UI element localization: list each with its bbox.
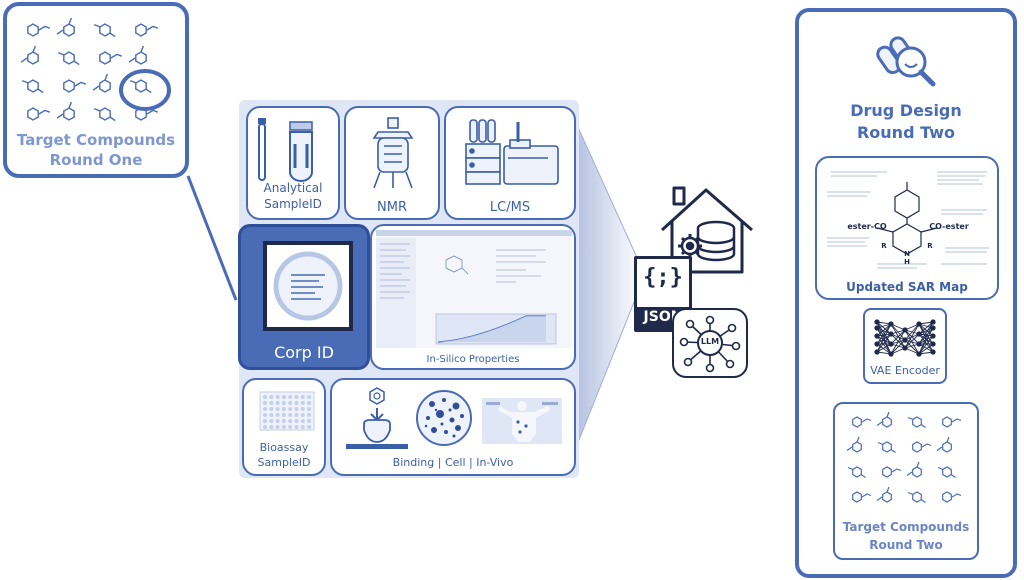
software-screenshot bbox=[376, 230, 572, 348]
molecule-icon bbox=[907, 491, 926, 503]
molecule-icon bbox=[876, 486, 892, 503]
molecule-icon bbox=[27, 23, 51, 37]
molecule-icon bbox=[92, 73, 111, 93]
tile-bioassay-label: Bioassay SampleID bbox=[257, 441, 311, 469]
molecule-icon bbox=[936, 436, 952, 453]
nmr-instrument-icon bbox=[372, 117, 414, 189]
tile-corp-id-label: Corp ID bbox=[274, 343, 334, 362]
sar-r-group-left: R bbox=[881, 242, 887, 250]
highlight-ring bbox=[119, 69, 171, 111]
document-icon-frame bbox=[263, 241, 353, 331]
molecule-grid-round-two bbox=[846, 411, 962, 503]
molecule-icon bbox=[135, 107, 159, 121]
json-glyph: {;} bbox=[643, 265, 683, 290]
network-icon bbox=[679, 315, 741, 373]
document-icon bbox=[273, 251, 343, 321]
molecule-grid bbox=[20, 17, 159, 122]
sar-map-panel[interactable]: ester-CO CO-ester N H R R Updated SAR Ma… bbox=[815, 156, 999, 300]
tile-insilico[interactable]: In-Silico Properties bbox=[370, 224, 576, 370]
molecule-icon bbox=[852, 416, 872, 428]
tile-bioassay[interactable]: Bioassay SampleID bbox=[242, 378, 326, 476]
neural-network-icon bbox=[874, 319, 936, 357]
sar-structure bbox=[827, 171, 989, 269]
assay-plate-icon bbox=[259, 391, 315, 431]
protein-binding-icon bbox=[346, 387, 408, 449]
molecule-icon bbox=[942, 416, 962, 428]
molecule-icon bbox=[937, 466, 956, 478]
tile-lcms[interactable]: LC/MS bbox=[444, 106, 576, 220]
molecule-icon bbox=[27, 107, 51, 121]
human-body-icon bbox=[482, 398, 562, 444]
vae-label: VAE Encoder bbox=[870, 364, 940, 377]
molecule-icon bbox=[907, 416, 926, 428]
sar-r-group-right: R bbox=[927, 242, 933, 250]
molecule-icon bbox=[93, 23, 116, 38]
vial-icon bbox=[258, 118, 313, 182]
tile-binding-label: Binding | Cell | In-Vivo bbox=[392, 456, 514, 469]
drug-design-panel: Drug Design Round Two bbox=[795, 8, 1017, 578]
cell-culture-icon bbox=[416, 390, 472, 446]
tile-analytical[interactable]: Analytical SampleID bbox=[246, 106, 340, 220]
tile-nmr[interactable]: NMR bbox=[344, 106, 440, 220]
molecule-icon bbox=[912, 441, 932, 453]
round-two-title: Target Compounds Round Two bbox=[842, 520, 970, 552]
sar-map-label: Updated SAR Map bbox=[846, 280, 968, 294]
sar-atom-n: N bbox=[904, 250, 910, 258]
molecule-icon bbox=[56, 101, 75, 121]
sar-right-ester: CO-ester bbox=[929, 222, 969, 231]
molecule-icon bbox=[852, 491, 872, 503]
molecule-icon bbox=[906, 461, 922, 478]
tile-binding[interactable]: Binding | Cell | In-Vivo bbox=[330, 378, 576, 476]
sar-left-ester: ester-CO bbox=[847, 222, 887, 231]
tile-corp-id[interactable]: Corp ID bbox=[238, 224, 370, 370]
vae-encoder-panel[interactable]: VAE Encoder bbox=[863, 308, 947, 384]
molecule-icon bbox=[847, 466, 866, 478]
molecule-icon bbox=[21, 79, 44, 94]
molecule-icon bbox=[876, 411, 892, 428]
tile-nmr-label: NMR bbox=[377, 200, 407, 215]
molecule-icon bbox=[846, 436, 862, 453]
molecule-icon bbox=[56, 17, 75, 37]
molecule-icon bbox=[93, 107, 116, 122]
round-two-panel[interactable]: Target Compounds Round Two bbox=[833, 402, 979, 560]
round-one-panel: Target Compounds Round One bbox=[3, 2, 189, 178]
database-icon bbox=[696, 220, 736, 262]
molecule-icon bbox=[99, 51, 123, 65]
round-one-title: Target Compounds Round One bbox=[16, 131, 176, 169]
molecule-icon bbox=[128, 45, 147, 65]
molecule-icon bbox=[20, 45, 39, 65]
home-database-icon bbox=[660, 186, 753, 274]
molecule-icon bbox=[877, 441, 896, 453]
sar-atom-h: H bbox=[904, 258, 910, 266]
molecule-icon bbox=[882, 466, 902, 478]
molecule-icon bbox=[135, 23, 159, 37]
tile-analytical-label: Analytical SampleID bbox=[263, 181, 323, 211]
molecule-icon bbox=[63, 79, 87, 93]
molecule-icon bbox=[129, 79, 152, 94]
molecule-icon bbox=[57, 51, 80, 66]
molecule-icon bbox=[942, 491, 962, 503]
magnifier-icon bbox=[876, 36, 936, 87]
lcms-instrument-icon bbox=[465, 119, 559, 185]
tile-lcms-label: LC/MS bbox=[489, 200, 531, 215]
drug-design-title: Drug Design Round Two bbox=[850, 101, 962, 142]
llm-label: LLM bbox=[700, 337, 720, 346]
llm-panel: LLM bbox=[672, 308, 748, 378]
tile-insilico-label: In-Silico Properties bbox=[426, 354, 520, 365]
